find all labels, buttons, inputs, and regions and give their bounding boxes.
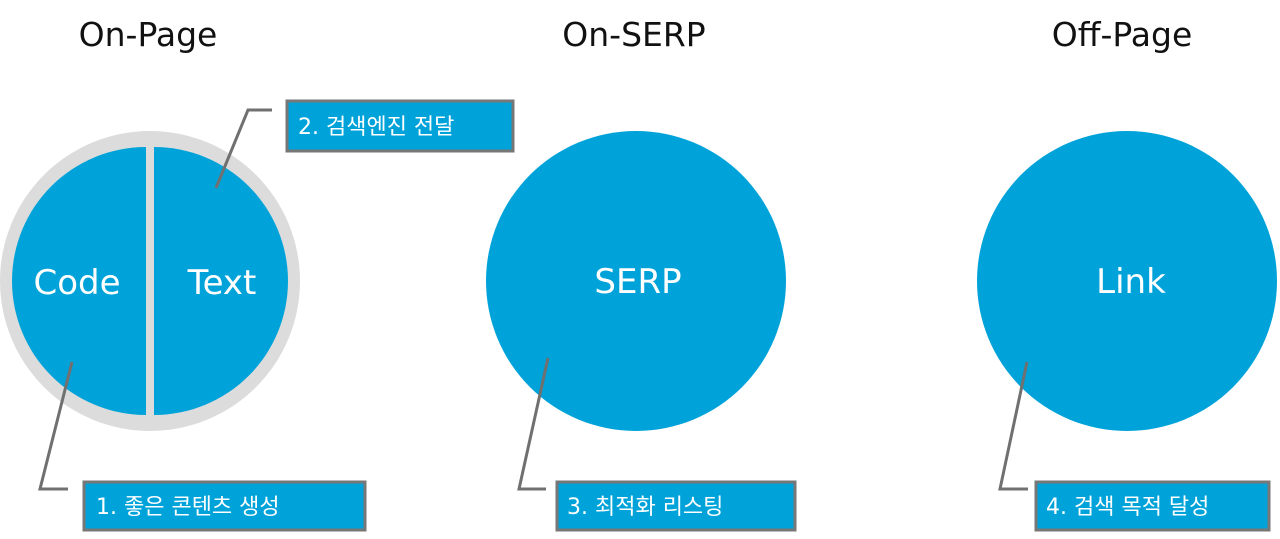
step-label-3: 3. 최적화 리스팅 <box>567 495 723 520</box>
link-circle <box>977 131 1277 431</box>
step-box-1-bg <box>82 480 367 532</box>
link-label: Link <box>1096 262 1166 302</box>
heading-off-page: Off-Page <box>1052 15 1193 54</box>
text-half <box>154 147 288 415</box>
leader-line-3 <box>517 357 550 491</box>
serp-circle <box>486 131 786 431</box>
step-box-2-bg <box>285 99 515 153</box>
heading-on-serp: On-SERP <box>562 15 705 54</box>
leader-line-4 <box>998 361 1029 491</box>
step-box-1: 1. 좋은 콘텐츠 생성 <box>82 480 367 532</box>
step-label-1: 1. 좋은 콘텐츠 생성 <box>96 495 280 520</box>
step-box-3: 3. 최적화 리스팅 <box>555 480 797 532</box>
serp-label: SERP <box>594 262 681 302</box>
heading-on-page: On-Page <box>79 15 218 54</box>
code-label: Code <box>33 263 120 303</box>
leader-line-1 <box>38 361 74 491</box>
text-label: Text <box>187 263 257 303</box>
step-box-4: 4. 검색 목적 달성 <box>1034 480 1271 532</box>
step-box-3-bg <box>555 480 797 532</box>
step-box-2: 2. 검색엔진 전달 <box>285 99 515 153</box>
step-box-4-bg <box>1034 480 1271 532</box>
step-label-2: 2. 검색엔진 전달 <box>298 115 454 140</box>
code-half <box>12 147 146 415</box>
leader-line-2 <box>214 108 272 189</box>
step-label-4: 4. 검색 목적 달성 <box>1046 495 1209 520</box>
on-page-circle <box>0 131 300 431</box>
